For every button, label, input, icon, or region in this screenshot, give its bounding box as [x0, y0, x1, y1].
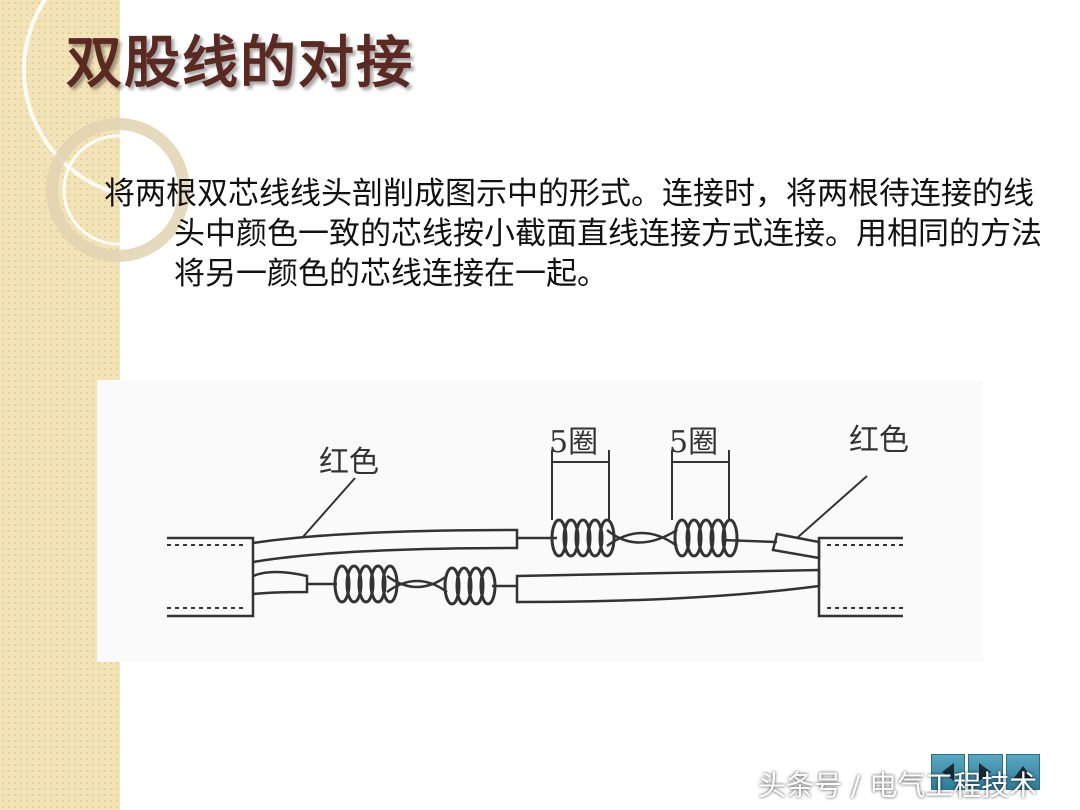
- slide-navigation: [931, 754, 1043, 790]
- label-5-turns-left: 5圈: [549, 425, 598, 460]
- slide-title: 双股线的对接: [66, 30, 414, 96]
- label-5-turns-right: 5圈: [669, 425, 718, 460]
- arrow-left-icon: [942, 763, 955, 781]
- label-red-right: 红色: [849, 423, 909, 458]
- home-button[interactable]: [1005, 754, 1040, 790]
- wire-splice-diagram: 红色 红色 5圈 5圈: [97, 380, 983, 662]
- body-text: 将两根双芯线线头剖削成图示中的形式。连接时，将两根待连接的线头中颜色一致的芯线按…: [104, 176, 1042, 292]
- next-slide-button[interactable]: [968, 754, 1003, 790]
- home-icon: [1013, 766, 1032, 778]
- arrow-right-icon: [979, 763, 992, 781]
- watermark: 头条号 / 电气工程技术: [758, 769, 1038, 802]
- decorative-circles: [22, 0, 282, 262]
- previous-slide-button[interactable]: [931, 754, 966, 790]
- label-red-left: 红色: [319, 445, 379, 480]
